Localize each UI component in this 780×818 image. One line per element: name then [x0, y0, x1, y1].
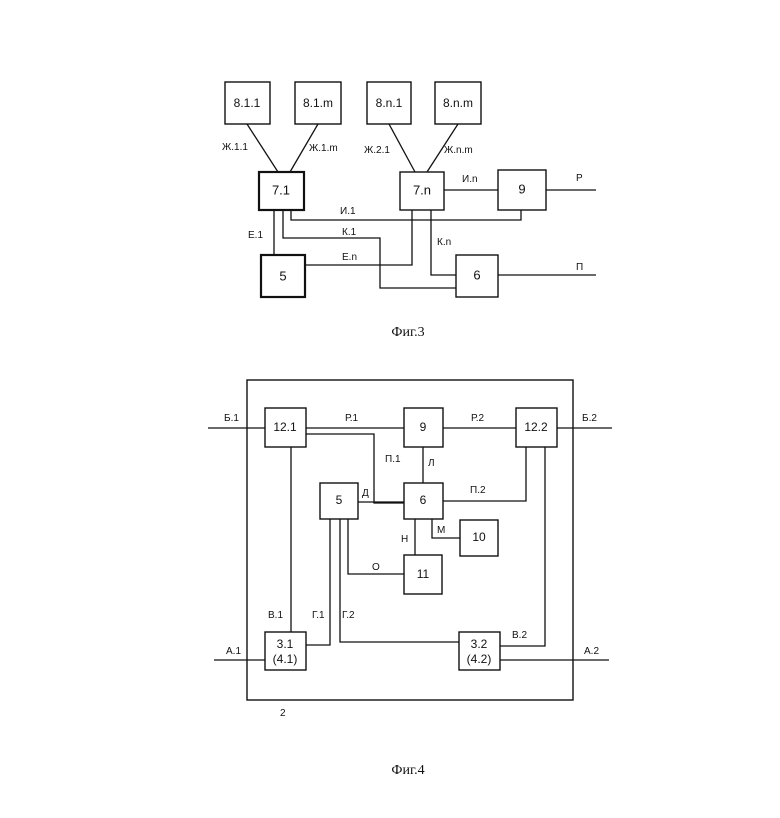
fig3-caption: Фиг.3	[391, 325, 424, 340]
wire-k1	[283, 210, 456, 288]
label-p-1: П.1	[385, 454, 401, 465]
block-8-n-1-label: 8.n.1	[376, 96, 403, 110]
block-5-fig4: 5	[320, 483, 358, 519]
wire-i1	[291, 210, 521, 220]
block-10: 10	[460, 520, 498, 556]
label-i-1: И.1	[340, 206, 356, 217]
wire-811-71	[247, 124, 278, 172]
block-8-n-m-label: 8.n.m	[443, 96, 473, 110]
block-3-2-label: 3.2	[471, 637, 488, 651]
block-3-2-sublabel: (4.2)	[467, 652, 492, 666]
block-9-fig4-label: 9	[420, 420, 427, 434]
label-r: Р	[576, 173, 583, 184]
figure-3: 8.1.1 8.1.m 8.n.1 8.n.m 7.1 7.n 9 5	[222, 82, 596, 340]
block-8-1-m-label: 8.1.m	[303, 96, 333, 110]
label-n: Н	[401, 534, 408, 545]
block-3-2: 3.2 (4.2)	[459, 632, 500, 670]
label-r-1: Р.1	[345, 413, 359, 424]
label-e-1: Е.1	[248, 230, 263, 241]
block-9-fig4: 9	[404, 408, 443, 447]
block-5: 5	[261, 255, 305, 297]
label-k-n: К.n	[437, 237, 451, 248]
block-8-1-m: 8.1.m	[295, 82, 341, 124]
label-v-2: В.2	[512, 630, 527, 641]
block-3-1-sublabel: (4.1)	[273, 652, 298, 666]
label-b-1: Б.1	[224, 413, 239, 424]
block-8-1-1: 8.1.1	[225, 82, 270, 124]
block-7-n-label: 7.n	[413, 182, 431, 197]
block-6: 6	[456, 255, 498, 297]
label-g-1: Г.1	[312, 610, 325, 621]
fig4-wires	[208, 428, 612, 660]
label-zh-2-1: Ж.2.1	[364, 145, 390, 156]
label-i-n: И.n	[462, 174, 478, 185]
label-k-1: К.1	[342, 227, 357, 238]
block-5-fig4-label: 5	[336, 493, 343, 507]
block-5-label: 5	[279, 268, 286, 283]
label-p-2: П.2	[470, 485, 486, 496]
block-7-1: 7.1	[259, 172, 304, 210]
wire-v2	[500, 447, 545, 646]
wire-8n1-7n	[389, 124, 415, 172]
label-v-1: В.1	[268, 610, 283, 621]
label-zh-1-m: Ж.1.m	[309, 143, 338, 154]
block-3-1-label: 3.1	[277, 637, 294, 651]
block-8-1-1-label: 8.1.1	[234, 96, 261, 110]
label-e-n: Е.n	[342, 252, 357, 263]
block-8-n-1: 8.n.1	[367, 82, 411, 124]
block-12-1: 12.1	[265, 408, 306, 447]
label-b-2: Б.2	[582, 413, 597, 424]
label-a-2: А.2	[584, 646, 599, 657]
block-7-n: 7.n	[400, 172, 444, 210]
block-9-label: 9	[518, 181, 525, 196]
block-3-1: 3.1 (4.1)	[265, 632, 306, 670]
label-a-1: А.1	[226, 646, 241, 657]
label-m: М	[437, 525, 445, 536]
frame-label: 2	[280, 708, 286, 719]
label-l: Л	[428, 458, 435, 469]
wire-g1	[306, 519, 330, 645]
block-8-n-m: 8.n.m	[435, 82, 481, 124]
label-g-2: Г.2	[342, 610, 355, 621]
fig4-caption: Фиг.4	[391, 763, 424, 778]
block-11-label: 11	[417, 567, 430, 581]
fig4-wire-labels: Б.1 Р.1 Р.2 Б.2 П.1 Л Д П.2 М Н О В.1 Г.…	[224, 413, 599, 657]
figure-4: 2 12.1 9	[208, 380, 612, 778]
block-12-2-label: 12.2	[524, 420, 548, 434]
block-6-fig4: 6	[404, 483, 443, 519]
label-zh-n-m: Ж.n.m	[444, 145, 473, 156]
label-p: П	[576, 262, 583, 273]
label-zh-1-1: Ж.1.1	[222, 142, 248, 153]
block-12-1-label: 12.1	[273, 420, 297, 434]
label-d: Д	[362, 488, 369, 499]
block-12-2: 12.2	[516, 408, 557, 447]
label-r-2: Р.2	[471, 413, 485, 424]
block-6-fig4-label: 6	[420, 493, 427, 507]
label-o: О	[372, 562, 380, 573]
block-7-1-label: 7.1	[272, 182, 290, 197]
block-9: 9	[498, 170, 546, 210]
block-11: 11	[404, 555, 442, 594]
block-10-label: 10	[472, 530, 486, 544]
block-6-label: 6	[473, 267, 480, 282]
